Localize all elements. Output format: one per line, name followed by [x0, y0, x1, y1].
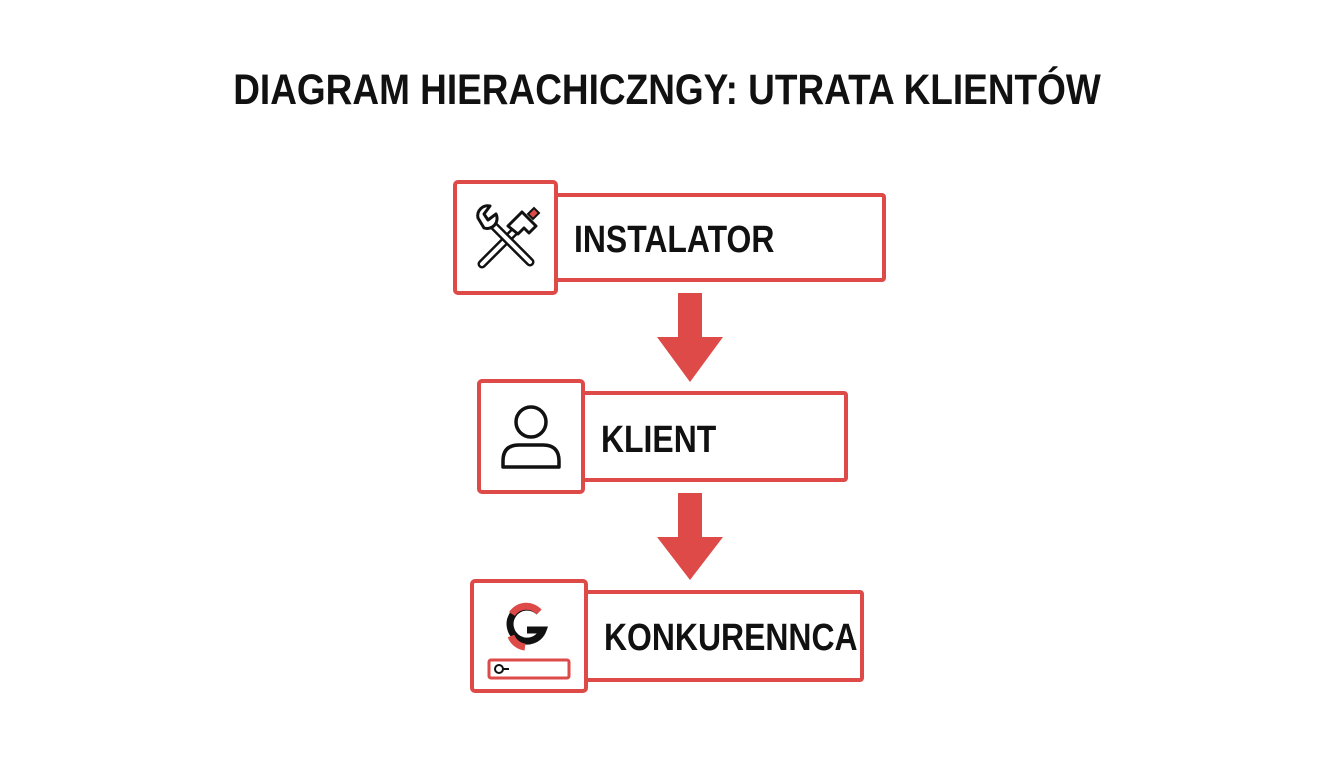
arrow-klient-to-konkurennca — [657, 493, 723, 580]
node-klient-label: KLIENT — [601, 419, 717, 461]
node-klient-icon-box — [477, 379, 585, 494]
diagram-title: DIAGRAM HIERACHICZNGY: UTRATA KLIENTÓW — [233, 66, 1101, 114]
node-konkurennca-label-box — [576, 590, 864, 682]
google-search-icon — [487, 602, 571, 680]
user-icon — [501, 404, 561, 469]
node-klient-label-box — [572, 391, 848, 482]
node-instalator-icon-box — [453, 180, 558, 295]
node-instalator-label: INSTALATOR — [574, 219, 775, 261]
arrow-instalator-to-klient — [657, 293, 723, 382]
tools-icon — [475, 203, 540, 268]
node-instalator-label-box — [546, 193, 886, 282]
node-konkurennca-label: KONKURENNCA — [604, 617, 858, 659]
node-konkurennca-icon-box — [470, 579, 588, 693]
